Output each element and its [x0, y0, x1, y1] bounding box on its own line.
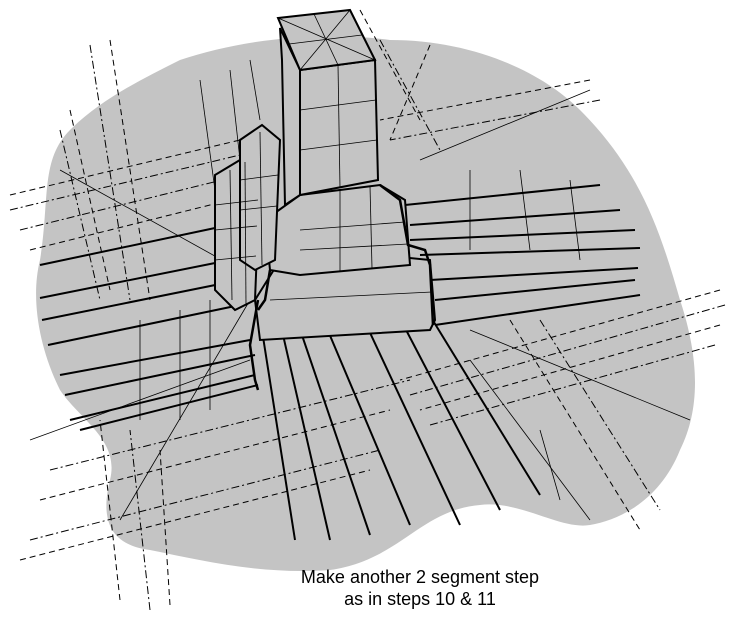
construction-lines-upper-right	[359, 9, 601, 151]
construction-lines-upper-left	[9, 39, 241, 301]
stepped-block	[214, 8, 437, 342]
terrace-lines-right	[404, 184, 641, 326]
left-column-2	[239, 123, 282, 272]
caption-line-2: as in steps 10 & 11	[344, 589, 496, 609]
ground-grid	[29, 59, 691, 521]
tower-details	[214, 9, 433, 306]
terrace-lines-left	[39, 227, 259, 431]
step-edges	[248, 184, 435, 391]
caption-line-1: Make another 2 segment step	[300, 567, 540, 587]
caption: Make another 2 segment step as in steps …	[270, 566, 570, 610]
